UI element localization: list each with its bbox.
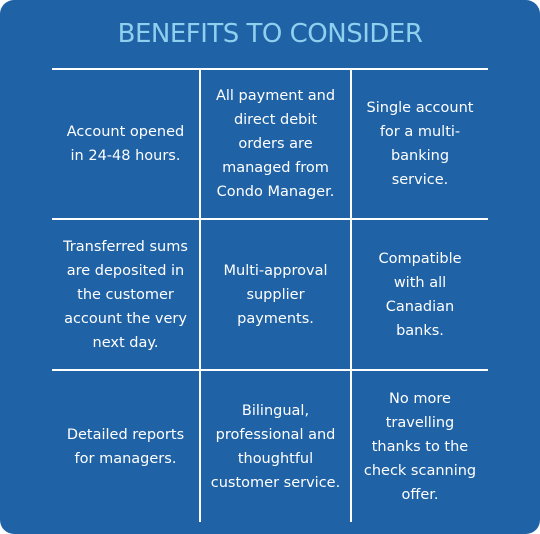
benefit-line: banks. — [396, 322, 444, 339]
benefit-line: Multi-approval — [223, 262, 328, 279]
benefit-line: for managers. — [74, 450, 177, 467]
benefit-line: banking — [390, 148, 450, 164]
benefit-line: orders are — [238, 136, 313, 152]
benefit-multi-approval: Multi-approval supplier payments. — [201, 220, 350, 369]
benefit-payment-orders: All payment and direct debit orders are … — [201, 70, 350, 218]
benefit-line: thanks to the — [371, 438, 469, 455]
benefit-line: with all — [393, 274, 447, 291]
benefits-grid: Account opened in 24-48 hours. All payme… — [52, 68, 488, 522]
benefit-line: managed from — [222, 160, 329, 176]
grid-line-top — [52, 68, 488, 70]
benefit-line: Bilingual, — [241, 402, 310, 419]
benefit-line: professional and — [215, 426, 336, 443]
benefit-line: for a multi- — [379, 124, 461, 140]
benefit-line: Canadian — [385, 298, 455, 315]
benefit-compatible-banks: Compatible with all Canadian banks. — [352, 220, 488, 369]
grid-line-col-1 — [199, 68, 201, 522]
benefit-line: thoughtful — [237, 450, 314, 467]
benefit-line: in 24-48 hours. — [70, 148, 181, 164]
benefit-single-account: Single account for a multi- banking serv… — [352, 70, 488, 218]
benefit-detailed-reports: Detailed reports for managers. — [52, 371, 199, 522]
benefit-line: All payment and — [215, 88, 336, 104]
benefit-line: Condo Manager. — [216, 184, 335, 200]
benefit-line: service. — [391, 172, 449, 188]
benefit-line: No more — [389, 390, 451, 407]
benefit-line: Compatible — [378, 250, 462, 267]
benefit-line: supplier — [246, 286, 305, 303]
grid-line-row-1 — [52, 218, 488, 220]
benefit-line: customer service. — [210, 474, 341, 491]
benefit-line: Single account — [366, 100, 474, 116]
benefit-line: payments. — [237, 310, 314, 327]
benefit-transferred-sums: Transferred sums are deposited in the cu… — [52, 220, 199, 369]
benefit-line: Detailed reports — [66, 426, 185, 443]
grid-line-row-2 — [52, 369, 488, 371]
benefit-line: account the very — [64, 310, 187, 327]
benefit-customer-service: Bilingual, professional and thoughtful c… — [201, 371, 350, 522]
benefit-line: the customer — [77, 286, 174, 303]
benefit-line: are deposited in — [66, 262, 185, 279]
benefit-line: offer. — [401, 486, 439, 503]
benefit-line: next day. — [92, 334, 159, 351]
benefit-line: Account opened — [66, 124, 185, 140]
benefit-line: check scanning — [363, 462, 477, 479]
benefit-line: travelling — [385, 414, 455, 431]
benefits-title: BENEFITS TO CONSIDER — [117, 19, 423, 49]
grid-line-col-2 — [350, 68, 352, 522]
benefit-line: Transferred sums — [63, 238, 188, 255]
benefit-line: direct debit — [233, 112, 318, 128]
benefit-account-opening: Account opened in 24-48 hours. — [52, 70, 199, 218]
benefit-check-scanning: No more travelling thanks to the check s… — [352, 371, 488, 522]
